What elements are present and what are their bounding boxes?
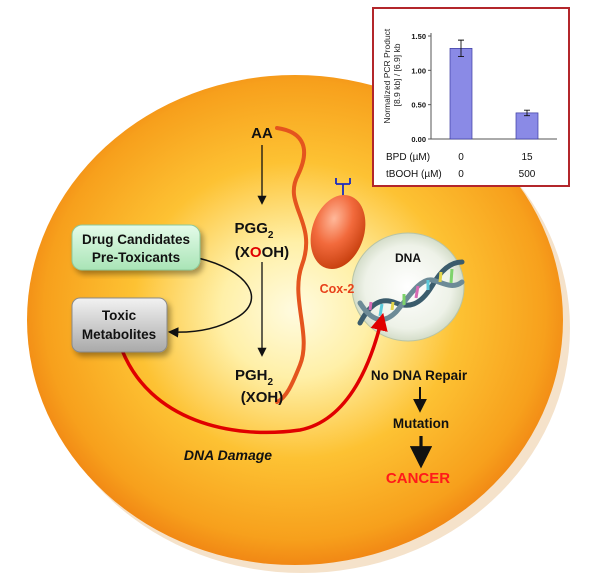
tbooh-value-0: 0 xyxy=(458,169,464,180)
drug-candidates-box xyxy=(71,224,201,271)
dna-label: DNA xyxy=(395,251,421,265)
pre-toxicants-label: Pre-Toxicants xyxy=(92,250,180,265)
drug-candidates-label: Drug Candidates xyxy=(82,232,190,247)
chart-ytick-label: 0.00 xyxy=(411,135,426,144)
toxic-label: Toxic xyxy=(102,308,137,323)
chart-bar xyxy=(515,112,539,140)
chart-ytick-label: 1.50 xyxy=(411,32,426,41)
aa-label: AA xyxy=(251,125,273,142)
pgg2-label: PGG2 xyxy=(235,220,274,241)
cox2-label: Cox-2 xyxy=(320,282,355,296)
metabolism-arrow xyxy=(167,257,253,338)
pcr-inset-chart: Normalized PCR Product [8.9 kb] / [6.9] … xyxy=(372,7,570,187)
chart-ytick-label: 0.50 xyxy=(411,101,426,110)
chart-ylabel: Normalized PCR Product [8.9 kb] / [6.9] … xyxy=(382,26,402,123)
bpd-row-label: BPD (µM) xyxy=(386,152,430,163)
chart-bar xyxy=(449,48,473,140)
mutation-label: Mutation xyxy=(393,416,449,431)
toxic-metabolites-box xyxy=(71,297,168,353)
tbooh-value-1: 500 xyxy=(519,169,536,180)
bpd-value-0: 0 xyxy=(458,152,464,163)
cox2-anchor-icon xyxy=(335,178,351,197)
cox2-enzyme-icon xyxy=(310,194,366,270)
tbooh-row-label: tBOOH (µM) xyxy=(386,169,442,180)
chart-error-bar xyxy=(458,39,464,58)
dna-damage-label: DNA Damage xyxy=(184,447,272,463)
pgg2-formula: (XOOH) xyxy=(235,244,289,261)
cancer-label: CANCER xyxy=(386,470,450,487)
bpd-value-1: 15 xyxy=(521,152,533,163)
cox2-bracket xyxy=(275,126,309,404)
chart-error-bar xyxy=(524,109,530,117)
chart-bars xyxy=(449,39,539,140)
no-dna-repair-label: No DNA Repair xyxy=(371,368,468,383)
cell-body xyxy=(27,75,563,565)
pgh2-formula: (XOH) xyxy=(241,389,284,406)
chart-ticks: 0.00 0.50 1.00 1.50 xyxy=(411,32,431,144)
dna-damage-arrow xyxy=(120,312,388,435)
metabolites-label: Metabolites xyxy=(82,327,156,342)
chart-ytick-label: 1.00 xyxy=(411,66,426,75)
pgh2-label: PGH2 xyxy=(235,367,274,388)
